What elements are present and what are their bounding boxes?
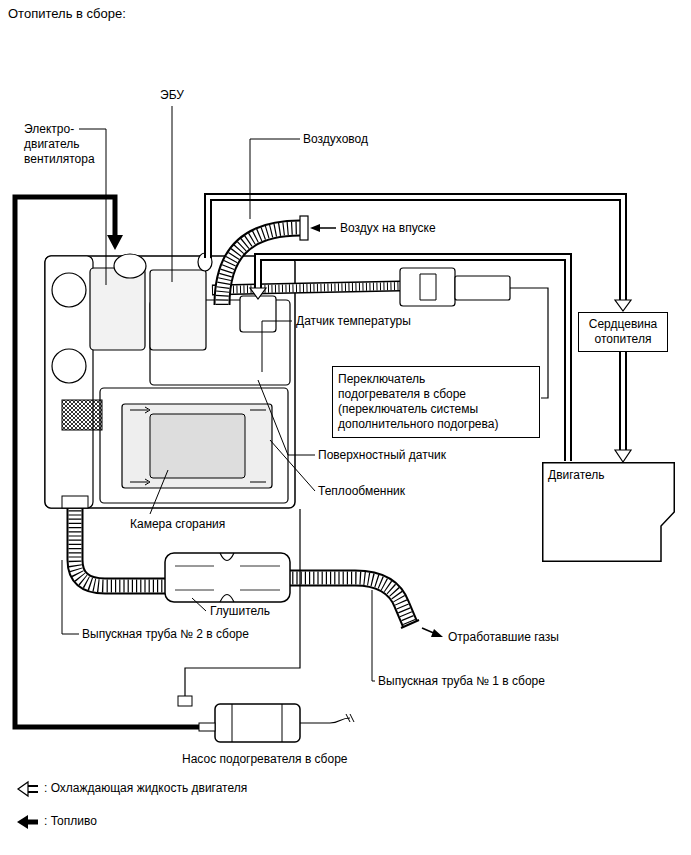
heater-housing — [90, 268, 145, 350]
exhaust-pipe — [288, 578, 410, 624]
node-text: Переключатель подогревателя в сборе (пер… — [338, 372, 508, 432]
leader-line — [150, 470, 168, 514]
leader-line — [62, 560, 79, 634]
heater-housing — [150, 270, 206, 350]
wire-harness — [212, 286, 400, 290]
leader-line — [258, 380, 315, 455]
pump — [232, 704, 282, 742]
pump — [178, 696, 192, 706]
coolant-pipe — [258, 257, 568, 461]
leader-line — [270, 440, 315, 491]
heater-housing — [62, 496, 88, 508]
air-duct — [320, 227, 336, 229]
heater-housing — [45, 256, 295, 508]
exhaust-arrow — [422, 628, 443, 637]
part-label: Теплообменник — [318, 484, 405, 499]
heater-housing — [45, 253, 295, 508]
coolant-pipe — [208, 197, 623, 300]
legend-sample — [27, 785, 38, 793]
legend-sample — [27, 787, 38, 791]
pump — [199, 723, 215, 731]
heater-housing — [150, 414, 245, 478]
leader-line — [192, 598, 206, 611]
part-label: Воздух на впуске — [340, 221, 436, 236]
legend-sample — [18, 782, 28, 796]
muffler — [220, 553, 234, 602]
switch-box: Переключатель подогревателя в сборе (пер… — [332, 366, 540, 438]
exhaust-arrow — [431, 629, 443, 637]
air-duct — [310, 224, 320, 232]
arrowhead — [615, 450, 631, 462]
part-label: Отработавшие газы — [448, 630, 559, 645]
pump — [300, 718, 350, 723]
part-label: Воздуховод — [303, 132, 368, 147]
wire — [185, 509, 300, 700]
coolant-connector — [615, 352, 631, 462]
heater-housing — [45, 256, 93, 508]
heater-housing — [240, 296, 276, 332]
part-label: Камера сгорания — [130, 517, 225, 532]
component-box: Сердцевина отопителя — [578, 312, 668, 352]
leader-line — [250, 139, 300, 219]
wire-harness — [420, 274, 436, 300]
heater-housing — [100, 388, 288, 503]
part-label: Глушитель — [210, 604, 270, 619]
exhaust-pipe — [401, 620, 419, 628]
legend-sample — [17, 782, 38, 829]
part-label: Выпускная труба № 1 в сборе — [378, 674, 545, 689]
exhaust-pipe — [288, 578, 410, 624]
node-text: Сердцевина отопителя — [583, 317, 663, 347]
part-label: Электро- двигатель вентилятора — [24, 122, 110, 167]
legend-text: : Топливо — [44, 814, 97, 829]
part-label: Датчик температуры — [296, 314, 411, 329]
diagram-title: Отопитель в сборе: — [8, 6, 126, 22]
connector-line — [619, 352, 627, 451]
pump — [215, 704, 300, 742]
muffler — [175, 566, 280, 590]
fuel-line — [107, 235, 123, 250]
coolant-pipe — [208, 197, 631, 461]
air-duct — [300, 216, 308, 240]
wire-harness — [400, 268, 455, 306]
part-label: Выпускная труба № 2 в сборе — [82, 627, 249, 642]
heater-housing — [52, 349, 86, 383]
wire-harness — [212, 286, 400, 290]
part-label: ЭБУ — [160, 88, 184, 103]
heater-housing — [130, 410, 266, 482]
part-label: Поверхностный датчик — [318, 448, 446, 463]
pump — [178, 696, 354, 742]
leader-line — [172, 106, 173, 282]
pump — [346, 714, 354, 722]
wire-harness — [212, 286, 400, 290]
legend-sample — [17, 815, 28, 829]
coolant-pipe — [250, 288, 266, 299]
legend-text: : Охлаждающая жидкость двигателя — [44, 781, 247, 796]
leader-line — [62, 106, 375, 681]
node-text: Двигатель — [548, 468, 669, 483]
exhaust-pipe — [288, 578, 410, 624]
heater-housing — [52, 273, 86, 307]
heater-housing — [145, 407, 150, 485]
engine-block: Двигатель — [542, 462, 675, 562]
coolant-pipe — [615, 300, 631, 311]
connector-line — [621, 352, 625, 451]
engine-outline — [543, 463, 675, 562]
legend-sample — [27, 820, 38, 825]
leader-line — [262, 321, 292, 372]
heater-housing — [114, 254, 146, 278]
heater-housing — [62, 400, 102, 430]
part-label: Насос подогревателя в сборе — [182, 752, 348, 767]
exhaust-pipe — [75, 506, 419, 628]
coolant-pipe — [258, 257, 568, 461]
coolant-pipe — [208, 197, 623, 300]
muffler — [165, 553, 290, 602]
muffler — [165, 553, 290, 602]
wire-harness — [455, 276, 510, 300]
leader-line — [372, 590, 375, 681]
heater-housing — [122, 404, 272, 488]
